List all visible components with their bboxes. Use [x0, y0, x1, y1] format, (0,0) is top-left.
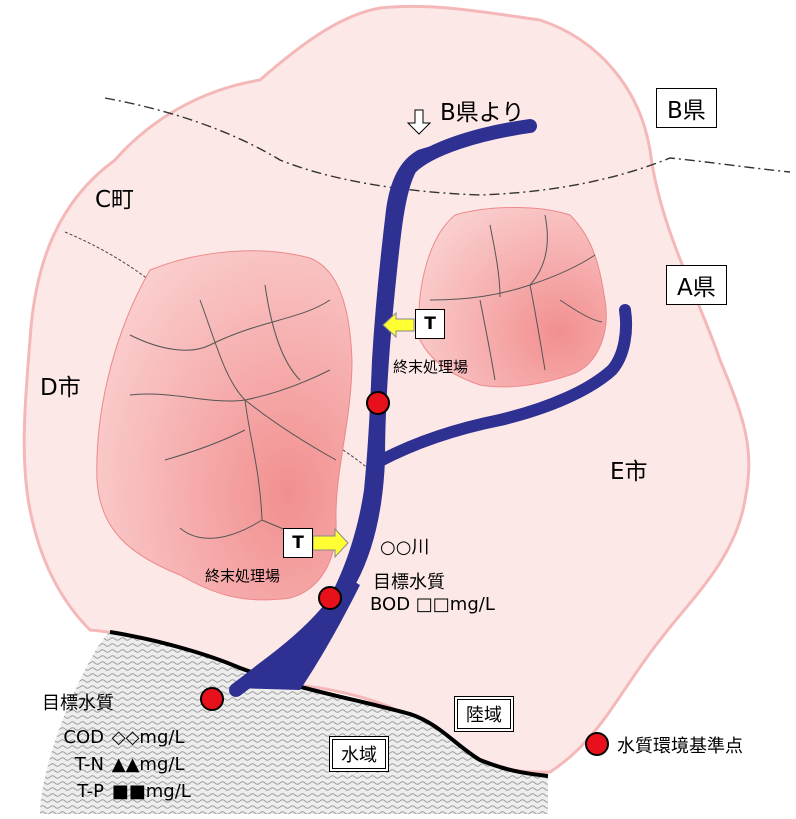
b-prefecture-label: B県 [656, 88, 717, 128]
cod-value: ◇◇mg/L [111, 727, 185, 748]
discharge-arrow-left [312, 527, 349, 559]
inflow-arrow [406, 109, 432, 135]
treatment-plant-marker-left: T [283, 528, 313, 558]
d-city-label: D市 [40, 375, 81, 401]
sewer-network-left [129, 284, 337, 546]
sea-target-title: 目標水質 [42, 693, 114, 714]
river-mouth [232, 578, 360, 690]
bod-param: BOD [370, 594, 411, 615]
e-city-label: E市 [610, 459, 648, 485]
tn-param: T-N [74, 754, 104, 775]
discharge-arrow-right [382, 311, 415, 339]
river-name-label: ○○川 [380, 537, 430, 558]
sewer-network-right [429, 214, 603, 381]
river-target-bod: BOD □□mg/L [370, 594, 495, 615]
treatment-plant-marker-right: T [415, 309, 445, 339]
a-prefecture-label: A県 [666, 265, 727, 305]
monitoring-point-river [318, 586, 342, 610]
legend-label: 水質環境基準点 [617, 736, 743, 757]
tp-value: ■■mg/L [111, 781, 191, 802]
prefecture-boundary [104, 97, 791, 196]
inflow-label: B県より [440, 100, 525, 126]
sea-target-tn: T-N ▲▲mg/L [12, 754, 185, 775]
sea-target-tp: T-P ■■mg/L [12, 781, 191, 802]
water-area [40, 632, 548, 814]
water-area-label: 水域 [332, 739, 386, 769]
river-tributary [372, 304, 633, 468]
sea-target-cod: COD ◇◇mg/L [12, 727, 184, 748]
river-main [235, 124, 535, 688]
legend-marker [585, 732, 609, 756]
treatment-plant-label-right: 終末処理場 [393, 358, 469, 376]
bod-value: □□mg/L [415, 594, 495, 615]
sewer-area-left [96, 250, 353, 601]
c-town-label: C町 [95, 187, 135, 213]
monitoring-point-sea [200, 687, 224, 711]
treatment-plant-label-left: 終末処理場 [205, 567, 281, 585]
monitoring-point-upstream [366, 391, 390, 415]
tp-param: T-P [77, 781, 104, 802]
coastline [109, 630, 549, 778]
tn-value: ▲▲mg/L [111, 754, 185, 775]
river-target-title: 目標水質 [373, 572, 445, 593]
cod-param: COD [63, 727, 104, 748]
land-area-label: 陸域 [457, 699, 511, 729]
